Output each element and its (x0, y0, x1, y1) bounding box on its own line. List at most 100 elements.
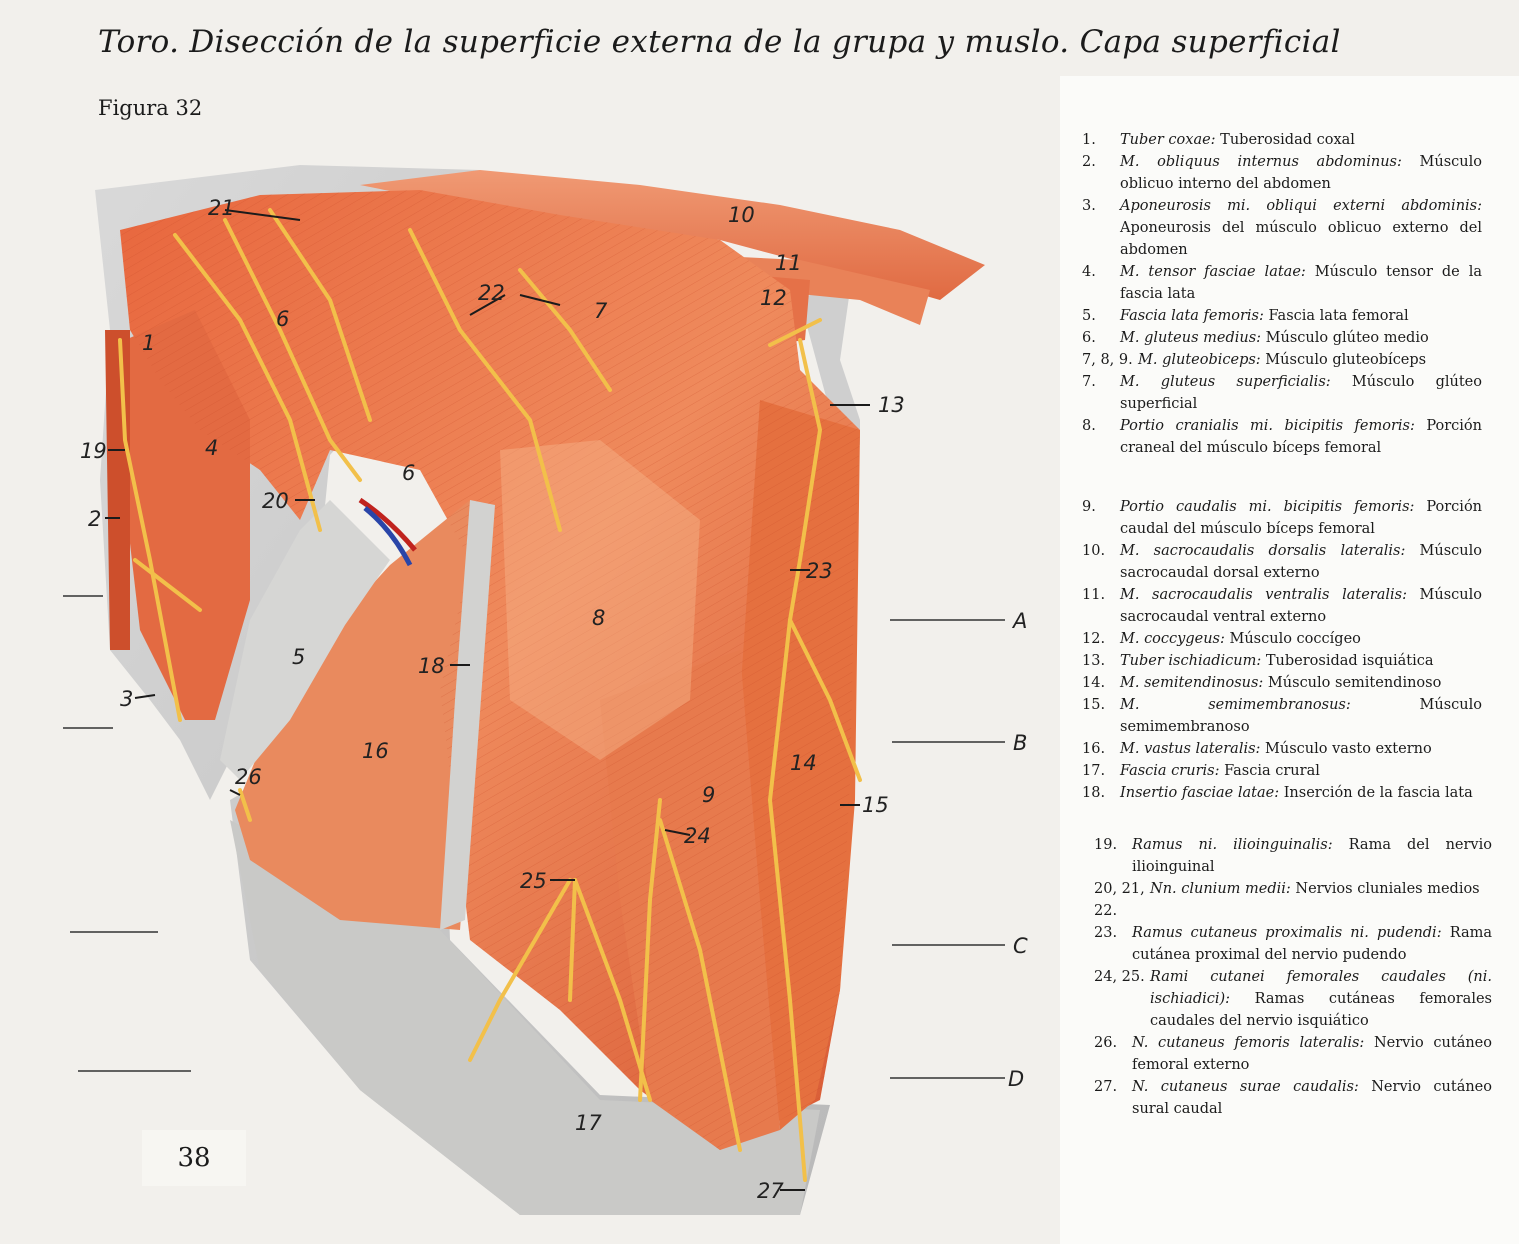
legend-text: M. sacrocaudalis dorsalis lateralis: Mús… (1120, 540, 1482, 584)
legend-text: M. sacrocaudalis ventralis lateralis: Mú… (1120, 584, 1482, 628)
legend-spanish-term: Inserción de la fascia lata (1279, 785, 1473, 801)
legend-item: 13. Tuber ischiadicum: Tuberosidad isquiá… (1082, 650, 1482, 672)
label-11: 11 (775, 251, 802, 275)
legend-group-3: 19. Ramus ni. ilioinguinalis: Rama del ne… (1094, 834, 1492, 1120)
label-9: 9 (702, 783, 715, 807)
legend-latin-term: M. gluteobiceps: (1138, 352, 1261, 368)
legend-number: 17. (1082, 763, 1106, 779)
legend-latin-term: Fascia lata femoris: (1120, 308, 1264, 324)
vastus-16 (235, 500, 490, 930)
legend-latin-term: Ramus cutaneus proximalis ni. pudendi: (1132, 925, 1442, 941)
label-23: 23 (806, 559, 833, 583)
nerves (118, 208, 862, 1182)
artery (358, 497, 417, 552)
legend-spanish-term: Músculo sacrocaudal dorsal externo (1120, 543, 1482, 581)
legend-item: 27.N. cutaneus surae caudalis: Nervio cu… (1094, 1076, 1492, 1120)
legend-item: 8.Portio cranialis mi. bicipitis femoris… (1082, 415, 1482, 459)
legend-number: 15. (1082, 697, 1106, 713)
label-7: 7 (594, 299, 608, 323)
legend-number: 10. (1082, 543, 1106, 559)
legend-latin-term: Portio caudalis mi. bicipitis femoris: (1120, 499, 1415, 515)
label-27: 27 (757, 1179, 784, 1203)
legend-number: 19. (1094, 837, 1118, 853)
section-letter: D (1008, 1067, 1024, 1091)
margin-lines (63, 595, 1005, 1079)
legend-number: 2. (1082, 154, 1096, 170)
legend-number: 20, 21, 22. (1094, 881, 1145, 919)
legend-spanish-term: Fascia crural (1219, 763, 1320, 779)
label-22: 22 (478, 281, 505, 305)
anatomy-illustration: A B C D 1 2 3 4 5 6 6 7 8 9 10 11 12 13 … (63, 165, 1028, 1215)
legend-text: Tuber coxae: Tuberosidad coxal (1120, 129, 1482, 151)
legend-spanish-term: Músculo vasto externo (1260, 741, 1432, 757)
figure-label: Figura 32 (98, 96, 203, 120)
legend-number: 9. (1082, 499, 1096, 515)
page-title: Toro. Disección de la superficie externa… (98, 24, 1341, 60)
legend-latin-term: M. sacrocaudalis dorsalis lateralis: (1120, 543, 1406, 559)
section-letter: B (1013, 731, 1027, 755)
label-1: 1 (142, 331, 155, 355)
legend-text: N. cutaneus surae caudalis: Nervio cután… (1132, 1076, 1492, 1120)
legend-spanish-term: Músculo glúteo superficial (1120, 374, 1482, 412)
legend-spanish-term: Rama cutánea proximal del nervio pudendo (1132, 925, 1492, 963)
legend-item: 5.Fascia lata femoris: Fascia lata femor… (1082, 305, 1482, 327)
legend-text: Fascia cruris: Fascia crural (1120, 760, 1482, 782)
label-3: 3 (120, 687, 133, 711)
legend-text: Portio caudalis mi. bicipitis femoris: P… (1120, 496, 1482, 540)
legend-spanish-term: Porción craneal del músculo bíceps femor… (1120, 418, 1482, 456)
legend-spanish-term: Músculo sacrocaudal ventral externo (1120, 587, 1482, 625)
label-20: 20 (262, 489, 289, 513)
legend-number: 11. (1082, 587, 1106, 603)
vein (363, 506, 413, 567)
legend-text: Nn. clunium medii: Nervios cluniales med… (1150, 878, 1492, 922)
legend-spanish-term: Nervio cutáneo sural caudal (1132, 1079, 1492, 1117)
label-14: 14 (790, 751, 817, 775)
label-21: 21 (208, 196, 235, 220)
legend-spanish-term: Músculo semimembranoso (1120, 697, 1482, 735)
label-18: 18 (418, 654, 445, 678)
legend-text: M. coccygeus: Músculo coccígeo (1120, 628, 1482, 650)
label-19: 19 (80, 439, 107, 463)
section-letter: A (1011, 609, 1027, 633)
legend-spanish-term: Rama del nervio ilioinguinal (1132, 837, 1492, 875)
legend-latin-term: Tuber ischiadicum: (1120, 653, 1262, 669)
legend-item: 7, 8, 9.M. gluteobiceps: Músculo gluteob… (1082, 349, 1482, 371)
legend-group-2: 9. Portio caudalis mi. bicipitis femoris:… (1082, 496, 1482, 804)
legend-text: N. cutaneus femoris lateralis: Nervio cu… (1132, 1032, 1492, 1076)
label-10: 10 (728, 203, 755, 227)
legend-item: 10. M. sacrocaudalis dorsalis lateralis: … (1082, 540, 1482, 584)
label-2: 2 (88, 507, 101, 531)
legend-panel (1060, 76, 1519, 1244)
legend-number: 24, 25. (1094, 969, 1145, 985)
legend-text: M. semitendinosus: Músculo semitendinoso (1120, 672, 1482, 694)
legend-text: Ramus cutaneus proximalis ni. pudendi: R… (1132, 922, 1492, 966)
legend-item: 12. M. coccygeus: Músculo coccígeo (1082, 628, 1482, 650)
legend-latin-term: M. gluteus medius: (1120, 330, 1262, 346)
legend-number: 12. (1082, 631, 1106, 647)
section-letter: C (1013, 934, 1028, 958)
fiber-texture (120, 190, 860, 1150)
legend-text: M. obliquus internus abdominus: Músculo … (1120, 151, 1482, 195)
legend-latin-term: M. coccygeus: (1120, 631, 1225, 647)
legend-text: M. tensor fasciae latae: Músculo tensor … (1120, 261, 1482, 305)
legend-spanish-term: Músculo semitendinoso (1263, 675, 1442, 691)
legend-text: Ramus ni. ilioinguinalis: Rama del nervi… (1132, 834, 1492, 878)
legend-item: 3.Aponeurosis mi. obliqui externi abdomi… (1082, 195, 1482, 261)
legend-spanish-term: Músculo tensor de la fascia lata (1120, 264, 1482, 302)
legend-text: M. semimembranosus: Músculo semimembrano… (1120, 694, 1482, 738)
legend-spanish-term: Músculo glúteo medio (1261, 330, 1429, 346)
legend-latin-term: Tuber coxae: (1120, 132, 1216, 148)
legend-number: 18. (1082, 785, 1106, 801)
label-6b: 6 (402, 461, 415, 485)
legend-latin-term: Aponeurosis mi. obliqui externi abdomini… (1120, 198, 1482, 214)
legend-text: Tuber ischiadicum: Tuberosidad isquiátic… (1120, 650, 1482, 672)
legend-number: 13. (1082, 653, 1106, 669)
legend-number: 26. (1094, 1035, 1118, 1051)
legend-text: M. vastus lateralis: Músculo vasto exter… (1120, 738, 1482, 760)
legend-latin-term: M. tensor fasciae latae: (1120, 264, 1306, 280)
legend-item: 11. M. sacrocaudalis ventralis lateralis:… (1082, 584, 1482, 628)
highlight (500, 440, 700, 760)
legend-item: 26. N. cutaneus femoris lateralis: Nervio… (1094, 1032, 1492, 1076)
legend-spanish-term: Tuberosidad coxal (1215, 132, 1355, 148)
legend-number: 4. (1082, 264, 1096, 280)
